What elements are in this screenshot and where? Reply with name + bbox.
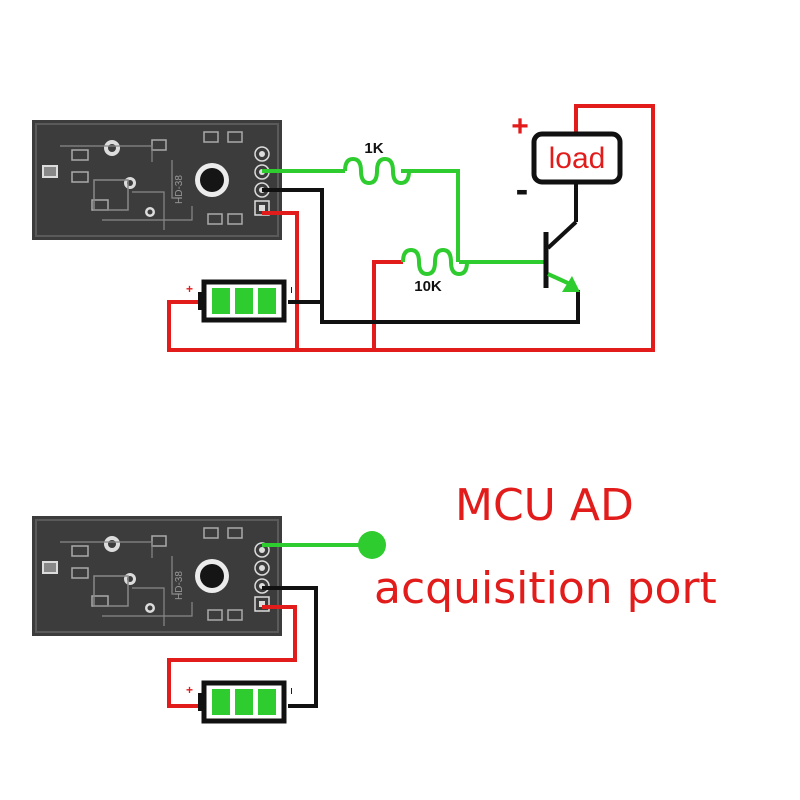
battery-bottom [198,683,284,721]
power-wires-bottom [167,605,297,708]
sensor-module-top [31,119,283,241]
npn-transistor [543,220,580,292]
signal-wires-top [262,156,546,277]
resistor-10k-label: 10K [414,278,442,295]
load-label: load [549,142,606,175]
load-box [531,131,623,185]
battery-top-minus-mark: ı [290,284,293,296]
adc-label-line1: MCU AD [455,480,634,531]
ground-wires-top [262,183,580,324]
resistor-1k [343,156,411,186]
load-minus-sign: - [516,169,529,211]
resistor-1k-label: 1K [364,140,383,157]
ground-wires-bottom [262,586,318,708]
resistor-10k [401,247,469,277]
battery-bottom-minus-mark: ı [290,685,293,697]
load-plus-sign: + [511,110,529,143]
battery-top [198,282,284,320]
signal-wire-bottom [262,531,386,559]
battery-top-plus-mark: + [186,282,193,296]
adc-label-line2: acquisition port [374,563,717,614]
sensor-module-bottom [31,515,283,637]
adc-port-dot [358,531,386,559]
battery-bottom-plus-mark: + [186,683,193,697]
